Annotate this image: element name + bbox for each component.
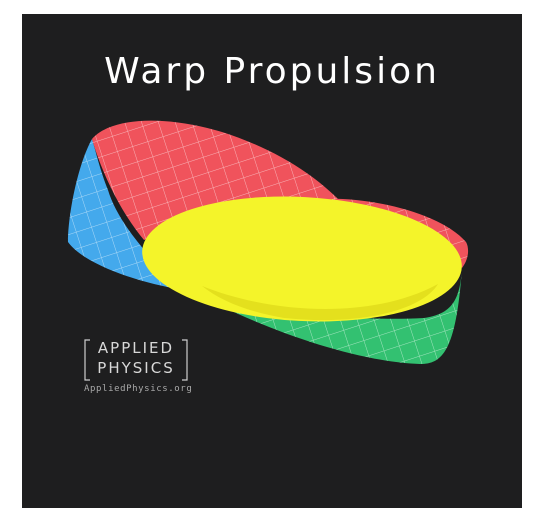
website-text: AppliedPhysics.org <box>84 384 193 394</box>
applied-physics-logo: APPLIED PHYSICS <box>84 339 188 381</box>
logo-line-1: APPLIED <box>97 339 175 357</box>
logo-bracket-icon <box>84 339 188 381</box>
yellow-disc <box>142 196 462 322</box>
image-frame: Warp Propulsion APPLIED PHYSICS Applie <box>22 14 522 508</box>
warp-bubble-illustration <box>68 120 469 364</box>
logo-line-2: PHYSICS <box>97 359 175 377</box>
title: Warp Propulsion <box>104 51 440 92</box>
